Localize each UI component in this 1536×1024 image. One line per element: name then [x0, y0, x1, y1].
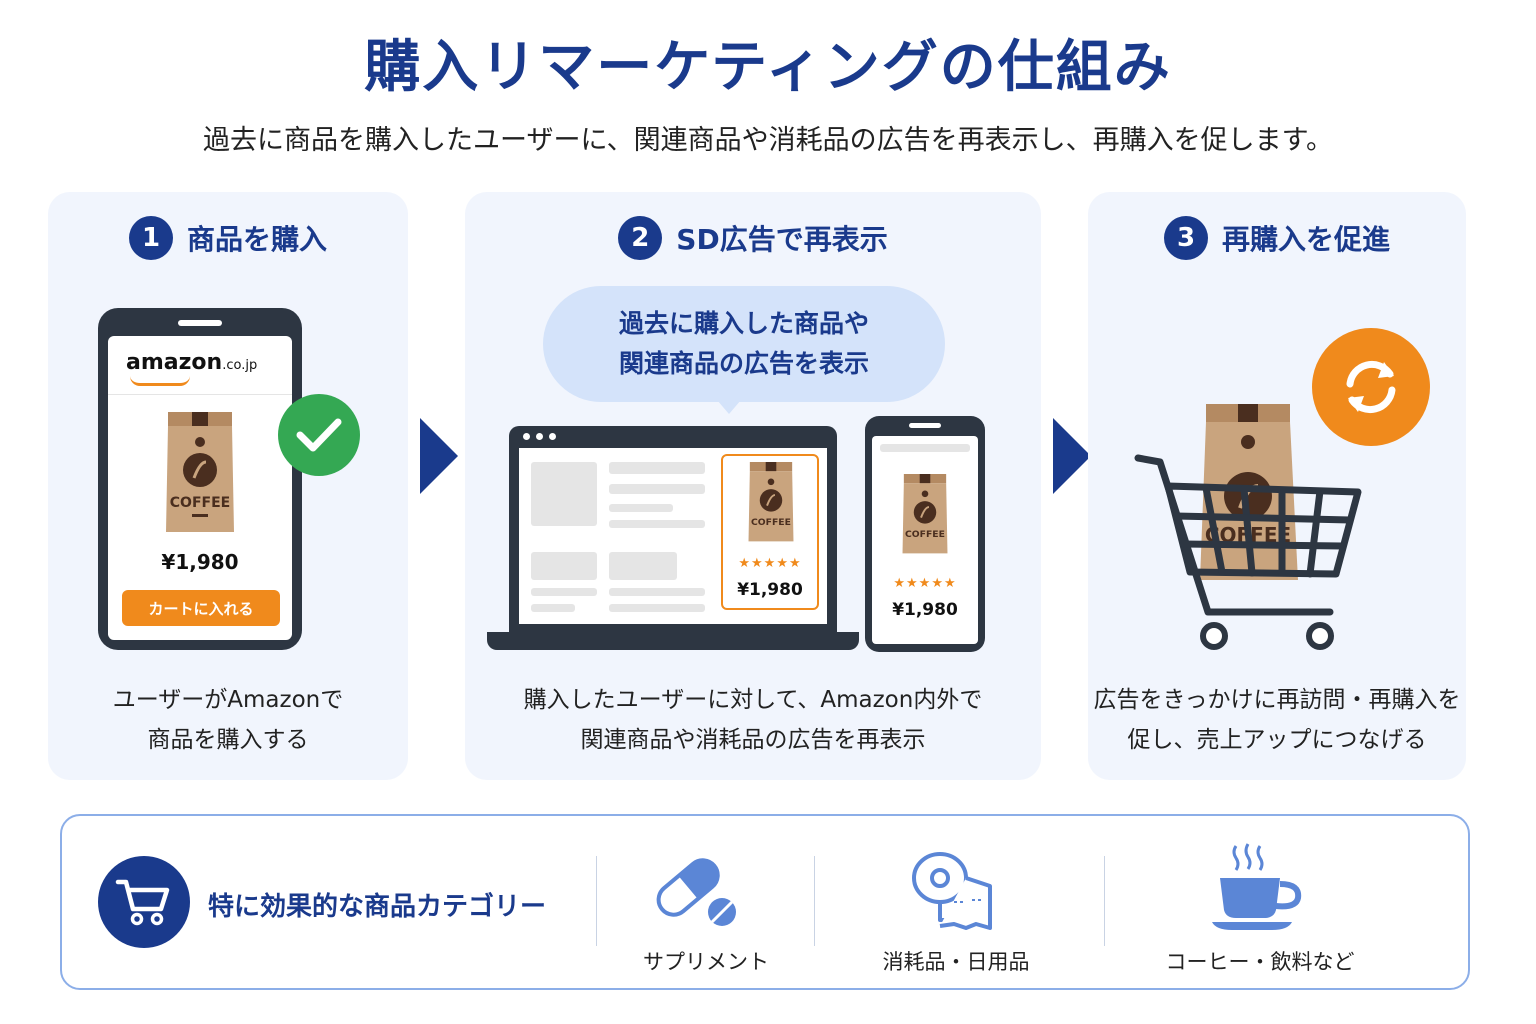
step-panel-purchase: 1 商品を購入 amazon.co.jp COFFEE ¥1,980 カートに入…	[48, 192, 408, 780]
laptop-base	[487, 632, 859, 650]
speech-bubble: 過去に購入した商品や 関連商品の広告を表示	[543, 286, 945, 402]
desc-line: ユーザーがAmazonで	[112, 687, 344, 713]
ad-card-laptop[interactable]: COFFEE ★★★★★ ¥1,980	[721, 454, 819, 610]
smartphone-mockup: amazon.co.jp COFFEE ¥1,980 カートに入れる	[98, 308, 302, 650]
add-to-cart-button[interactable]: カートに入れる	[122, 590, 280, 626]
arrow-right-icon	[420, 418, 458, 494]
smartphone-mockup: COFFEE ★★★★★ ¥1,980	[865, 416, 985, 652]
arrow-right-icon	[1053, 418, 1091, 494]
coffee-label: COFFEE	[751, 517, 791, 528]
placeholder-line	[880, 444, 970, 452]
step-description: 購入したユーザーに対して、Amazon内外で 関連商品や消耗品の広告を再表示	[465, 680, 1041, 760]
checkmark-icon	[278, 394, 360, 476]
page-title: 購入リマーケティングの仕組み	[364, 35, 1172, 100]
desc-line: 購入したユーザーに対して、Amazon内外で	[523, 687, 983, 713]
phone-speaker	[178, 320, 222, 326]
logo-text: amazon	[126, 350, 223, 375]
placeholder-line	[531, 604, 575, 612]
step-panel-repurchase: 3 再購入を促進 COFFEE 広告をきっかけに再訪問	[1088, 192, 1466, 780]
placeholder-block	[531, 462, 597, 526]
divider	[814, 856, 815, 946]
step-description: ユーザーがAmazonで 商品を購入する	[48, 680, 408, 760]
coffee-cup-icon	[1212, 843, 1302, 930]
desc-line: 商品を購入する	[147, 727, 309, 753]
desc-line: 関連商品や消耗品の広告を再表示	[580, 727, 926, 753]
placeholder-line	[609, 588, 705, 596]
page-subtitle: 過去に商品を購入したユーザーに、関連商品や消耗品の広告を再表示し、再購入を促しま…	[203, 125, 1333, 156]
ad-price: ¥1,980	[737, 580, 803, 600]
step-header: 2 SD広告で再表示	[465, 216, 1041, 260]
window-dots	[523, 433, 556, 440]
product-price: ¥1,980	[161, 550, 239, 574]
category-box: 特に効果的な商品カテゴリー サプリメント 消耗品・日用品 コーヒー・飲料など	[60, 814, 1470, 990]
placeholder-line	[609, 604, 705, 612]
logo-smile	[130, 376, 190, 386]
laptop-mockup: COFFEE ★★★★★ ¥1,980	[509, 426, 837, 632]
toilet-paper-icon	[912, 852, 992, 930]
placeholder-line	[609, 504, 673, 512]
coffee-bag-icon: COFFEE	[748, 462, 794, 542]
step-title: SD広告で再表示	[676, 223, 888, 256]
coffee-label: COFFEE	[905, 529, 945, 540]
divider	[1104, 856, 1105, 946]
placeholder-line	[609, 462, 705, 474]
phone-speaker	[909, 423, 941, 428]
shopping-cart-icon: COFFEE	[1134, 404, 1362, 650]
phone-screen: amazon.co.jp COFFEE ¥1,980 カートに入れる	[108, 336, 292, 640]
divider	[596, 856, 597, 946]
category-label: コーヒー・飲料など	[1165, 950, 1355, 974]
desc-line: 促し、売上アップにつなげる	[1127, 727, 1427, 753]
bubble-tail	[717, 400, 741, 414]
divider	[108, 394, 292, 395]
category-label: サプリメント	[643, 950, 769, 974]
step-header: 1 商品を購入	[48, 216, 408, 260]
phone-screen: COFFEE ★★★★★ ¥1,980	[872, 436, 978, 644]
ad-price: ¥1,980	[892, 600, 958, 620]
amazon-logo: amazon.co.jp	[126, 350, 257, 375]
step-title: 再購入を促進	[1221, 223, 1390, 256]
refresh-cycle-icon	[1312, 328, 1430, 446]
category-title: 特に効果的な商品カテゴリー	[208, 892, 547, 922]
step-number-badge: 1	[128, 216, 173, 260]
coffee-bag-icon: COFFEE	[1200, 404, 1298, 580]
step-title: 商品を購入	[186, 223, 327, 256]
coffee-label: COFFEE	[170, 495, 230, 511]
placeholder-line	[609, 484, 705, 494]
placeholder-block	[531, 552, 597, 580]
step-header: 3 再購入を促進	[1088, 216, 1466, 260]
pill-icon	[656, 858, 736, 926]
bubble-line: 関連商品の広告を表示	[618, 349, 869, 378]
rating-stars: ★★★★★	[738, 556, 802, 571]
laptop-screen: COFFEE ★★★★★ ¥1,980	[519, 448, 827, 624]
coffee-bag-icon: COFFEE	[166, 412, 234, 532]
logo-suffix: .co.jp	[222, 358, 258, 373]
placeholder-block	[609, 552, 677, 580]
step-number-badge: 3	[1163, 216, 1208, 260]
cart-icon	[98, 856, 190, 948]
desc-line: 広告をきっかけに再訪問・再購入を	[1093, 687, 1461, 713]
step-number-badge: 2	[618, 216, 663, 260]
step-description: 広告をきっかけに再訪問・再購入を 促し、売上アップにつなげる	[1088, 680, 1466, 760]
placeholder-line	[609, 520, 705, 528]
step-panel-redisplay: 2 SD広告で再表示 過去に購入した商品や 関連商品の広告を表示	[465, 192, 1041, 780]
placeholder-line	[531, 588, 597, 596]
category-label: 消耗品・日用品	[882, 950, 1030, 974]
coffee-bag-icon: COFFEE	[902, 474, 948, 554]
bubble-line: 過去に購入した商品や	[618, 309, 869, 338]
rating-stars: ★★★★★	[893, 576, 957, 591]
